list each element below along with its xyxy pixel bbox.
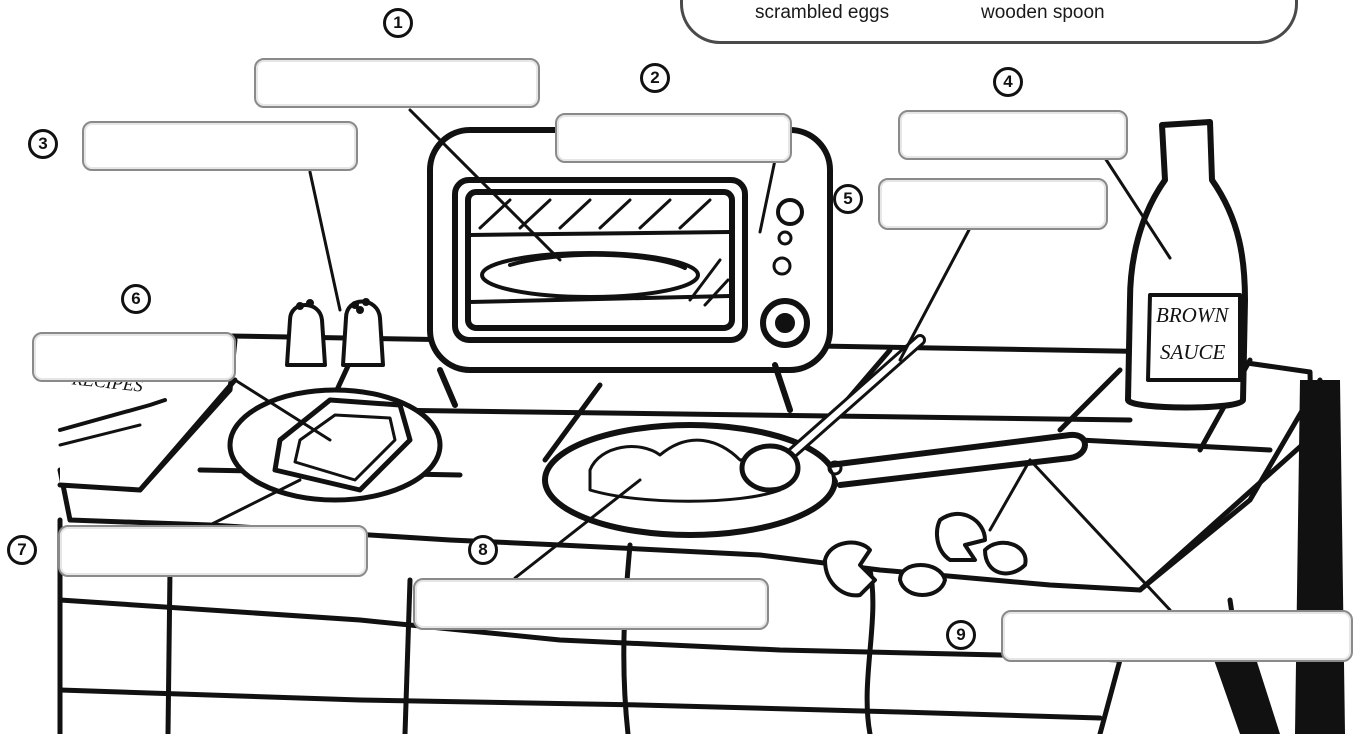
answer-box-4[interactable] (898, 110, 1128, 160)
answer-box-3[interactable] (82, 121, 358, 171)
marker-1: 1 (383, 8, 413, 38)
salt-shaker (287, 301, 325, 365)
answer-box-5[interactable] (878, 178, 1108, 230)
answer-box-6[interactable] (32, 332, 236, 382)
toast-in-oven (482, 253, 698, 297)
marker-9: 9 (946, 620, 976, 650)
egg-shells (825, 514, 1026, 596)
marker-2: 2 (640, 63, 670, 93)
bottle-label-line1: BROWN (1156, 303, 1228, 328)
answer-box-8[interactable] (413, 578, 769, 630)
tablecloth-drape (1295, 380, 1345, 734)
answer-box-7[interactable] (58, 525, 368, 577)
plate-with-toast (230, 390, 440, 500)
answer-box-9[interactable] (1001, 610, 1353, 662)
marker-6: 6 (121, 284, 151, 314)
marker-8: 8 (468, 535, 498, 565)
marker-4: 4 (993, 67, 1023, 97)
answer-box-1[interactable] (254, 58, 540, 108)
marker-5: 5 (833, 184, 863, 214)
marker-7: 7 (7, 535, 37, 565)
marker-3: 3 (28, 129, 58, 159)
bottle-label-line2: SAUCE (1160, 340, 1225, 365)
pepper-shaker (343, 300, 383, 365)
answer-box-2[interactable] (555, 113, 792, 163)
